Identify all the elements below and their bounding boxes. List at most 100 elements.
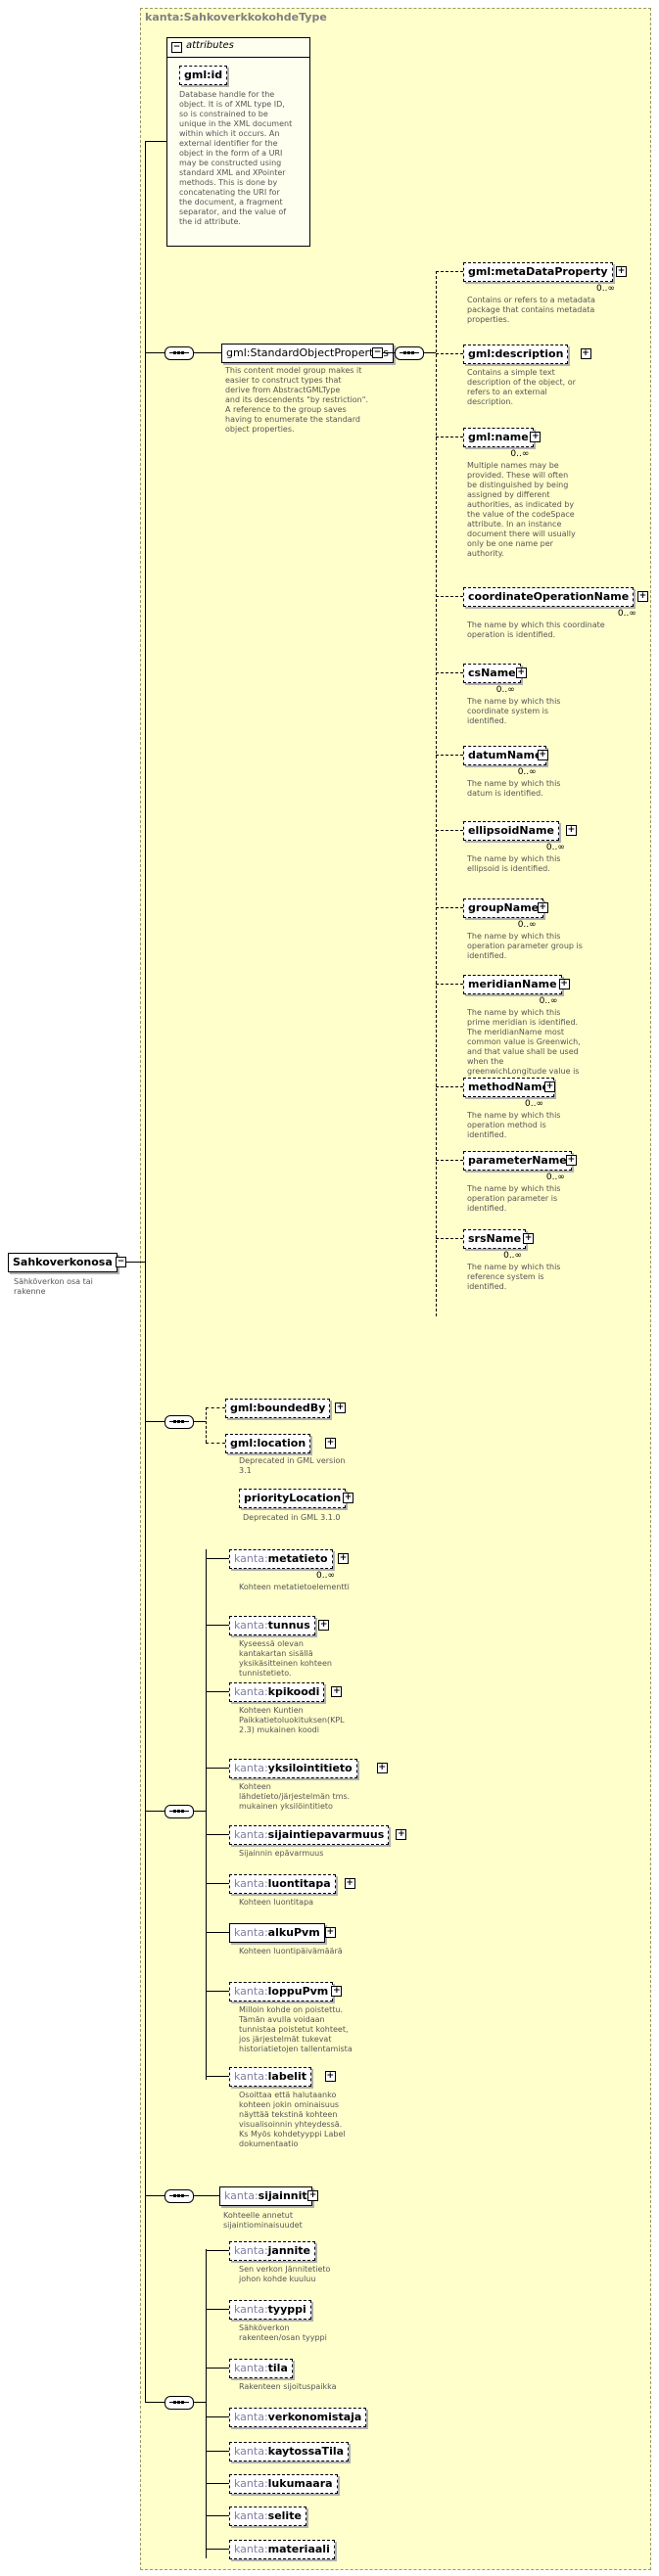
sequence-compositor-1[interactable] [165,346,194,360]
meridian-name-desc: The name by which this prime meridian is… [467,1008,581,1085]
coordinate-operation-name-expand-icon[interactable]: + [636,591,648,602]
sijainnit-expand-icon[interactable]: + [307,2190,318,2201]
cs-name-desc: The name by which this coordinate system… [467,697,561,725]
occurrence-label: 0..∞ [503,1251,523,1261]
location-expand-icon[interactable]: + [325,1438,336,1449]
tila-element[interactable]: kanta:tila [229,2359,293,2378]
standard-object-properties-collapse-icon[interactable]: − [372,347,383,358]
loppu-pvm-expand-icon[interactable]: + [331,1986,343,1997]
gml-id-desc: Database handle for the object. It is of… [179,90,293,226]
occurrence-label: 0..∞ [596,284,615,294]
sijaintiepavarmuus-desc: Sijainnin epävarmuus [239,1849,324,1858]
datum-name-element[interactable]: datumName [463,746,547,765]
occurrence-label: 0..∞ [525,1099,543,1109]
materiaali-element[interactable]: kanta:materiaali [229,2540,335,2559]
group-name-element[interactable]: groupName [463,898,544,918]
tyyppi-element[interactable]: kanta:tyyppi [229,2300,311,2320]
selite-element[interactable]: kanta:selite [229,2507,306,2526]
jannite-desc: Sen verkon Jännitetieto johon kohde kuul… [239,2265,331,2283]
meridian-name-element[interactable]: meridianName [463,975,562,994]
srs-name-expand-icon[interactable]: + [523,1233,535,1244]
root-collapse-icon[interactable]: − [116,1257,126,1267]
ellipsoid-name-element[interactable]: ellipsoidName [463,821,559,841]
verkonomistaja-element[interactable]: kanta:verkonomistaja [229,2408,367,2427]
description-desc: Contains a simple text description of th… [467,368,576,406]
sequence-compositor-6[interactable] [165,2396,194,2410]
type-panel [140,8,651,2570]
name-desc: Multiple names may be provided. These wi… [467,461,576,558]
ellipsoid-name-expand-icon[interactable]: + [565,825,577,836]
sequence-compositor-2[interactable] [395,346,424,360]
parameter-name-desc: The name by which this operation paramet… [467,1184,561,1213]
tunnus-element[interactable]: kanta:tunnus [229,1616,315,1635]
datum-name-expand-icon[interactable]: + [537,750,548,760]
lukumaara-element[interactable]: kanta:lukumaara [229,2474,338,2494]
luontitapa-expand-icon[interactable]: + [344,1878,355,1889]
meta-data-property-element[interactable]: gml:metaDataProperty [463,262,613,282]
yksilointitieto-desc: Kohteen lähdetieto/järjestelmän tms. muk… [239,1782,351,1811]
location-desc: Deprecated in GML version 3.1 [239,1456,346,1475]
alku-pvm-expand-icon[interactable]: + [324,1927,336,1938]
name-element[interactable]: gml:name [463,428,534,447]
name-expand-icon[interactable]: + [530,432,541,442]
cs-name-element[interactable]: csName [463,664,521,683]
attributes-collapse-icon[interactable]: − [171,42,182,53]
sequence-compositor-5[interactable] [165,2189,194,2203]
occurrence-label: 0..∞ [517,767,537,777]
main-trunk [145,141,146,2402]
gml-location-element[interactable]: gml:location [225,1434,311,1453]
group-name-expand-icon[interactable]: + [537,902,548,913]
kpikoodi-expand-icon[interactable]: + [331,1686,343,1697]
labelit-expand-icon[interactable]: + [324,2071,336,2082]
gml-boundedby-element[interactable]: gml:boundedBy [225,1399,331,1418]
attributes-label: attributes [186,40,234,51]
yksilointitieto-element[interactable]: kanta:yksilointitieto [229,1759,357,1778]
root-element[interactable]: Sahkoverkonosa [8,1253,118,1272]
occurrence-label: 0..∞ [510,449,530,459]
tunnus-expand-icon[interactable]: + [318,1620,330,1631]
srs-name-element[interactable]: srsName [463,1229,527,1249]
yksilointitieto-expand-icon[interactable]: + [376,1763,388,1773]
sijainnit-desc: Kohteelle annetut sijaintiominaisuudet [223,2211,303,2230]
sijainnit-element[interactable]: kanta:sijainnit [219,2186,312,2206]
alku-pvm-element[interactable]: kanta:alkuPvm [229,1923,325,1943]
parameter-name-element[interactable]: parameterName [463,1151,572,1171]
coordinate-operation-name-element[interactable]: coordinateOperationName [463,587,635,607]
kpikoodi-desc: Kohteen Kuntien Paikkatietoluokituksen(K… [239,1706,345,1734]
priority-location-element[interactable]: priorityLocation [239,1489,347,1508]
luontitapa-element[interactable]: kanta:luontitapa [229,1874,336,1894]
labelit-element[interactable]: kanta:labelit [229,2067,311,2087]
sijaintiepavarmuus-expand-icon[interactable]: + [396,1829,407,1840]
jannite-element[interactable]: kanta:jannite [229,2241,316,2261]
meridian-name-expand-icon[interactable]: + [558,979,570,989]
kaytossa-tila-element[interactable]: kanta:kaytossaTila [229,2442,350,2461]
occurrence-label: 0..∞ [545,1173,565,1182]
ellipsoid-name-desc: The name by which this ellipsoid is iden… [467,854,561,873]
description-expand-icon[interactable]: + [580,348,591,359]
occurrence-label: 0..∞ [316,1571,335,1581]
luontitapa-desc: Kohteen luontitapa [239,1898,314,1907]
cs-name-expand-icon[interactable]: + [515,667,527,678]
boundedby-expand-icon[interactable]: + [335,1403,346,1413]
sequence-compositor-4[interactable] [165,1805,194,1818]
standard-object-properties-group[interactable]: gml:StandardObjectProperties [221,344,394,363]
description-element[interactable]: gml:description [463,345,569,364]
metatieto-expand-icon[interactable]: + [338,1553,349,1564]
gml-id-attribute[interactable]: gml:id [179,66,228,85]
sijaintiepavarmuus-element[interactable]: kanta:sijaintiepavarmuus [229,1825,390,1845]
kpikoodi-element[interactable]: kanta:kpikoodi [229,1682,325,1702]
priority-location-expand-icon[interactable]: + [343,1493,353,1503]
metatieto-element[interactable]: kanta:metatieto [229,1549,333,1569]
type-title: kanta:SahkoverkkokohdeType [145,11,327,23]
tila-desc: Rakenteen sijoituspaikka [239,2382,337,2391]
tyyppi-desc: Sähköverkon rakenteen/osan tyyppi [239,2323,327,2342]
loppu-pvm-element[interactable]: kanta:loppuPvm [229,1982,334,2001]
sequence-compositor-3[interactable] [165,1415,194,1429]
root-desc: Sähköverkon osa tai rakenne [14,1277,93,1296]
method-name-desc: The name by which this operation method … [467,1111,561,1139]
meta-data-property-expand-icon[interactable]: + [616,266,627,277]
method-name-expand-icon[interactable]: + [544,1081,555,1092]
parameter-name-expand-icon[interactable]: + [565,1155,577,1166]
method-name-element[interactable]: methodName [463,1078,554,1097]
